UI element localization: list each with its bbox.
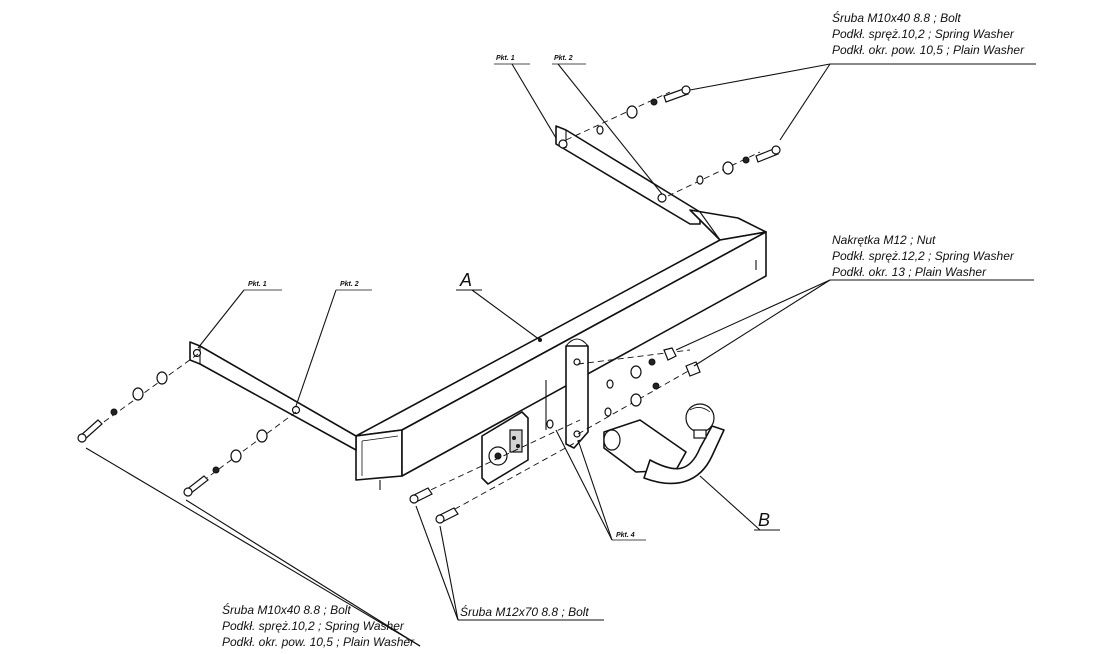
callout-line: Śruba M10x40 8.8 ; Bolt <box>222 602 351 617</box>
part-tags: Pkt. 1 Pkt. 2 Pkt. 1 Pkt. 2 Pkt. 4 <box>244 55 646 541</box>
callout-line: Podkł. spręż.10,2 ; Spring Washer <box>832 27 1015 41</box>
part-letter-b: B <box>758 510 770 530</box>
leader-lines <box>85 63 831 647</box>
center-hanger-plate <box>545 338 589 449</box>
callout-line: Śruba M12x70 8.8 ; Bolt <box>460 604 589 619</box>
right-mounting-bracket <box>555 125 767 241</box>
part-tag: Pkt. 2 <box>340 281 359 288</box>
callout-line: Podkł. okr. pow. 10,5 ; Plain Washer <box>832 43 1025 57</box>
callout-line: Nakrętka M12 ; Nut <box>832 233 936 247</box>
callout-line: Śruba M10x40 8.8 ; Bolt <box>832 10 961 25</box>
callout-line: Podkł. spręż.10,2 ; Spring Washer <box>222 619 405 633</box>
center-hardware <box>409 347 701 524</box>
callout-line: Podkł. okr. 13 ; Plain Washer <box>832 265 987 279</box>
left-hardware <box>77 371 268 497</box>
callout-top-right: Śruba M10x40 8.8 ; Bolt Podkł. spręż.10,… <box>830 10 1036 65</box>
callout-line: Podkł. okr. pow. 10,5 ; Plain Washer <box>222 635 415 649</box>
part-letter-a: A <box>459 270 472 290</box>
part-tag: Pkt. 1 <box>496 55 515 62</box>
callout-middle-right: Nakrętka M12 ; Nut Podkł. spręż.12,2 ; S… <box>830 233 1034 281</box>
callout-line: Podkł. spręż.12,2 ; Spring Washer <box>832 249 1015 263</box>
ball-hook <box>603 403 725 485</box>
callout-bottom-left: Śruba M10x40 8.8 ; Bolt Podkł. spręż.10,… <box>222 602 415 649</box>
left-mounting-bracket <box>189 341 357 451</box>
top-right-hardware <box>596 85 781 185</box>
callout-bottom-center: Śruba M12x70 8.8 ; Bolt <box>458 604 604 621</box>
electrical-socket-plate <box>481 411 529 485</box>
part-tag: Pkt. 1 <box>248 281 267 288</box>
part-tag: Pkt. 4 <box>616 532 635 539</box>
part-tag: Pkt. 2 <box>554 55 573 62</box>
part-letters: A B <box>456 270 780 531</box>
